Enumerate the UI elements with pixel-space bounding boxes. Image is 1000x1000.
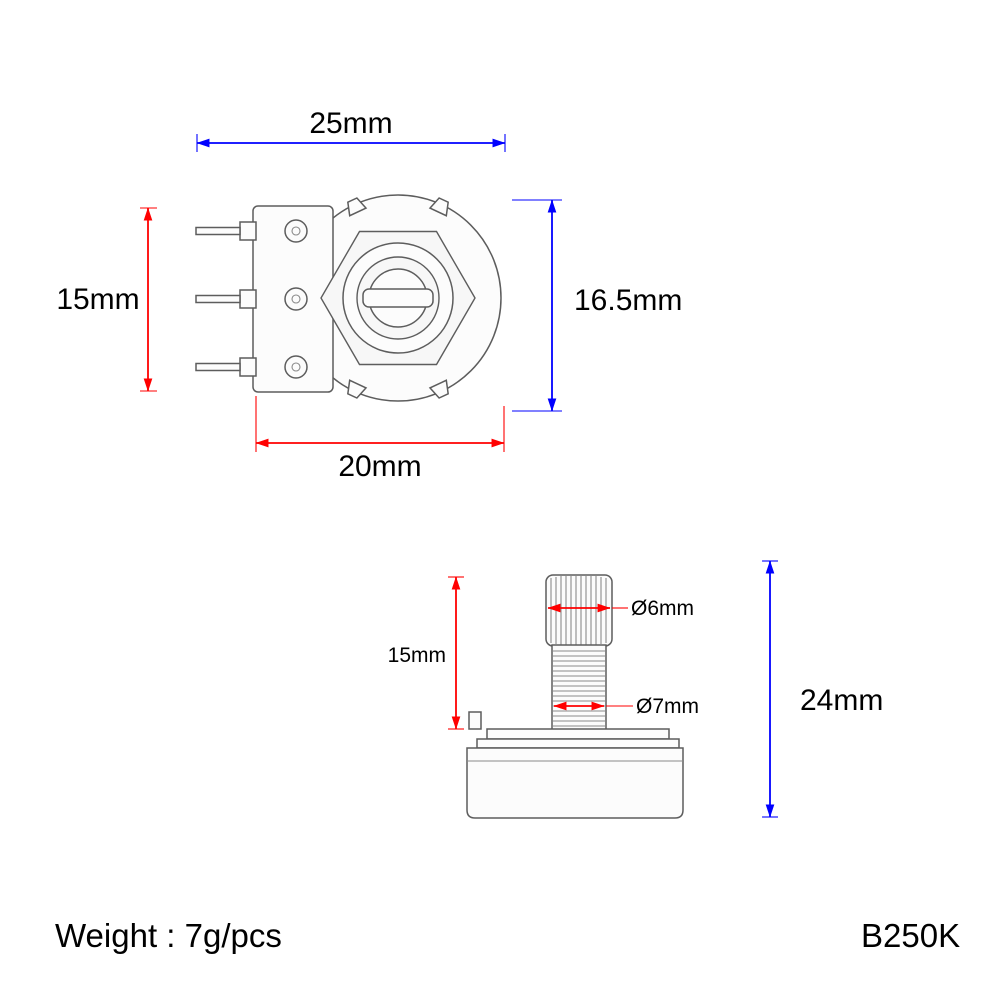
dimension-15mm-bracket-label: 15mm [56,283,139,316]
flange-plate-lower [476,738,680,749]
potentiometer-side-view: 15mm Ø6mm Ø7mm 24mm [388,560,883,819]
dimension-6mm-label: Ø6mm [631,597,694,620]
potentiometer-top-view: 25mm 15mm 16.5mm 20mm [56,107,682,483]
dimension-7mm-diameter: Ø7mm [553,695,699,718]
dimension-25mm-label: 25mm [309,107,392,140]
model-code: B250K [861,917,960,954]
terminal-pins [195,221,257,377]
threaded-bushing [551,644,607,732]
flange-plate-upper [486,728,670,740]
dimension-6mm-diameter: Ø6mm [547,597,694,620]
dimension-24mm: 24mm [762,560,883,818]
dimension-7mm-label: Ø7mm [636,695,699,718]
dimension-25mm: 25mm [196,107,506,152]
dimension-16-5mm-label: 16.5mm [574,284,682,317]
potentiometer-body [466,747,684,819]
footer: Weight : 7g/pcs B250K [55,917,960,954]
crimp-tabs [347,197,449,399]
dimension-15mm-shaft-label: 15mm [388,644,446,667]
dimension-15mm-shaft: 15mm [388,576,464,730]
dimension-15mm-bracket: 15mm [56,207,157,392]
bracket-rivets [284,219,308,379]
weight-label: Weight : 7g/pcs [55,917,282,954]
shaft-slot [362,288,434,308]
dimension-24mm-label: 24mm [800,684,883,717]
dimension-20mm-label: 20mm [338,450,421,483]
dimension-16-5mm: 16.5mm [512,199,682,412]
anti-rotation-tab [468,711,482,730]
dimension-20mm: 20mm [255,396,505,483]
